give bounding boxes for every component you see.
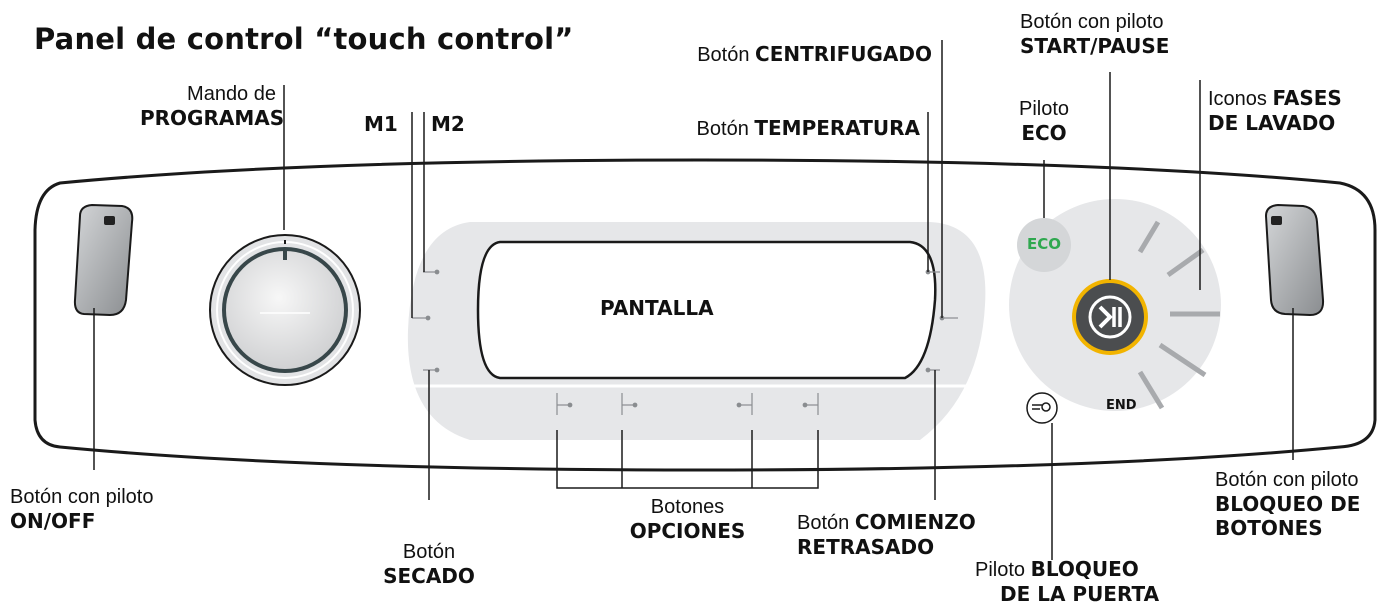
label-eco: Piloto ECO	[1018, 98, 1070, 145]
end-label: END	[1106, 398, 1137, 413]
door-lock-pilot	[1026, 392, 1058, 424]
label-secado: Botón SECADO	[383, 541, 475, 588]
label-programas: Mando de PROGRAMAS	[140, 83, 285, 130]
side-buttons	[412, 269, 958, 415]
display-label: PANTALLA	[600, 296, 714, 320]
label-m1: M1	[364, 112, 398, 136]
label-m2: M2	[431, 112, 465, 136]
label-temperatura: Botón TEMPERATURA	[696, 116, 920, 140]
label-bloqueo-botones: Botón con piloto BLOQUEO DE BOTONES	[1215, 469, 1361, 540]
label-opciones: Botones OPCIONES	[629, 496, 746, 543]
label-comienzo: Botón COMIENZO RETRASADO	[797, 510, 976, 559]
leader-lines	[93, 40, 1294, 560]
eco-pilot	[1017, 218, 1071, 272]
label-puerta: Piloto BLOQUEO DE LA PUERTA	[975, 557, 1160, 606]
label-onoff: Botón con piloto ON/OFF	[10, 486, 154, 533]
screen	[476, 240, 937, 380]
program-knob[interactable]	[209, 234, 361, 386]
onoff-button[interactable]	[73, 203, 134, 317]
start-pause-button[interactable]	[1072, 279, 1148, 355]
phase-icons	[1137, 220, 1220, 410]
eco-icon-text: ECO	[1026, 235, 1061, 253]
label-centrifugado: Botón CENTRIFUGADO	[697, 42, 932, 66]
label-fases: Iconos FASES DE LAVADO	[1208, 86, 1342, 135]
page-title: Panel de control “touch control”	[34, 22, 574, 56]
lock-buttons-button[interactable]	[1264, 203, 1325, 317]
label-start-pause: Botón con piloto START/PAUSE	[1020, 11, 1170, 58]
